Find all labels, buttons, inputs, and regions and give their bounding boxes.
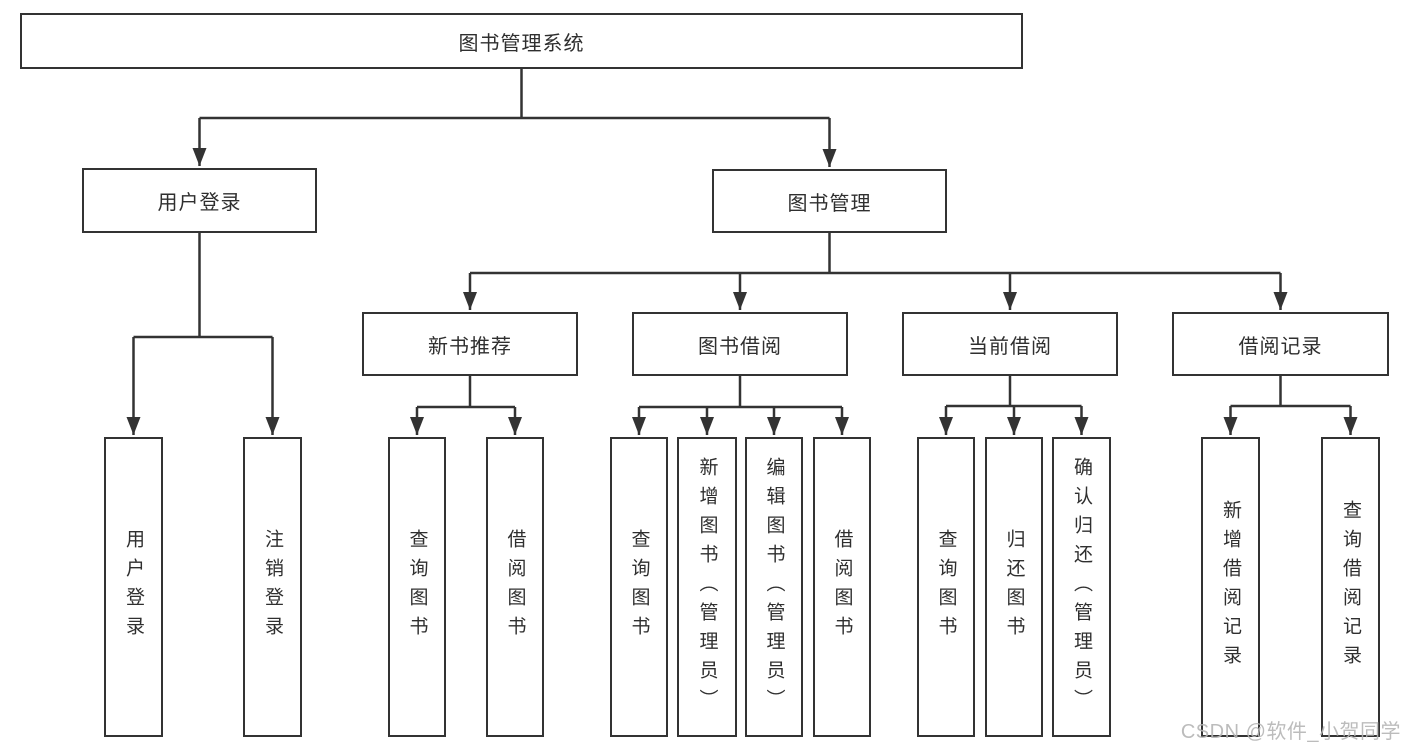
leaf-query-books-borrow: 查询图书 <box>610 437 668 737</box>
leaf-add-book-admin: 新增图书（管理员） <box>677 437 737 737</box>
leaf-return-books: 归还图书 <box>985 437 1043 737</box>
node-current-borrowing: 当前借阅 <box>902 312 1118 376</box>
leaf-user-login: 用户登录 <box>104 437 163 737</box>
leaf-confirm-return-admin: 确认归还（管理员） <box>1052 437 1111 737</box>
leaf-query-books-current: 查询图书 <box>917 437 975 737</box>
node-book-borrowing: 图书借阅 <box>632 312 848 376</box>
leaf-borrow-books-borrow: 借阅图书 <box>813 437 871 737</box>
leaf-logout: 注销登录 <box>243 437 302 737</box>
node-borrowing-records: 借阅记录 <box>1172 312 1389 376</box>
leaf-add-borrow-record: 新增借阅记录 <box>1201 437 1260 737</box>
node-book-management: 图书管理 <box>712 169 947 233</box>
node-new-book-recommendation: 新书推荐 <box>362 312 578 376</box>
leaf-query-borrow-record: 查询借阅记录 <box>1321 437 1380 737</box>
node-library-system: 图书管理系统 <box>20 13 1023 69</box>
leaf-borrow-books-newbook: 借阅图书 <box>486 437 544 737</box>
watermark: CSDN @软件_小贺同学 <box>1180 721 1401 743</box>
node-user-login: 用户登录 <box>82 168 317 233</box>
leaf-edit-book-admin: 编辑图书（管理员） <box>745 437 803 737</box>
leaf-query-books-newbook: 查询图书 <box>388 437 446 737</box>
